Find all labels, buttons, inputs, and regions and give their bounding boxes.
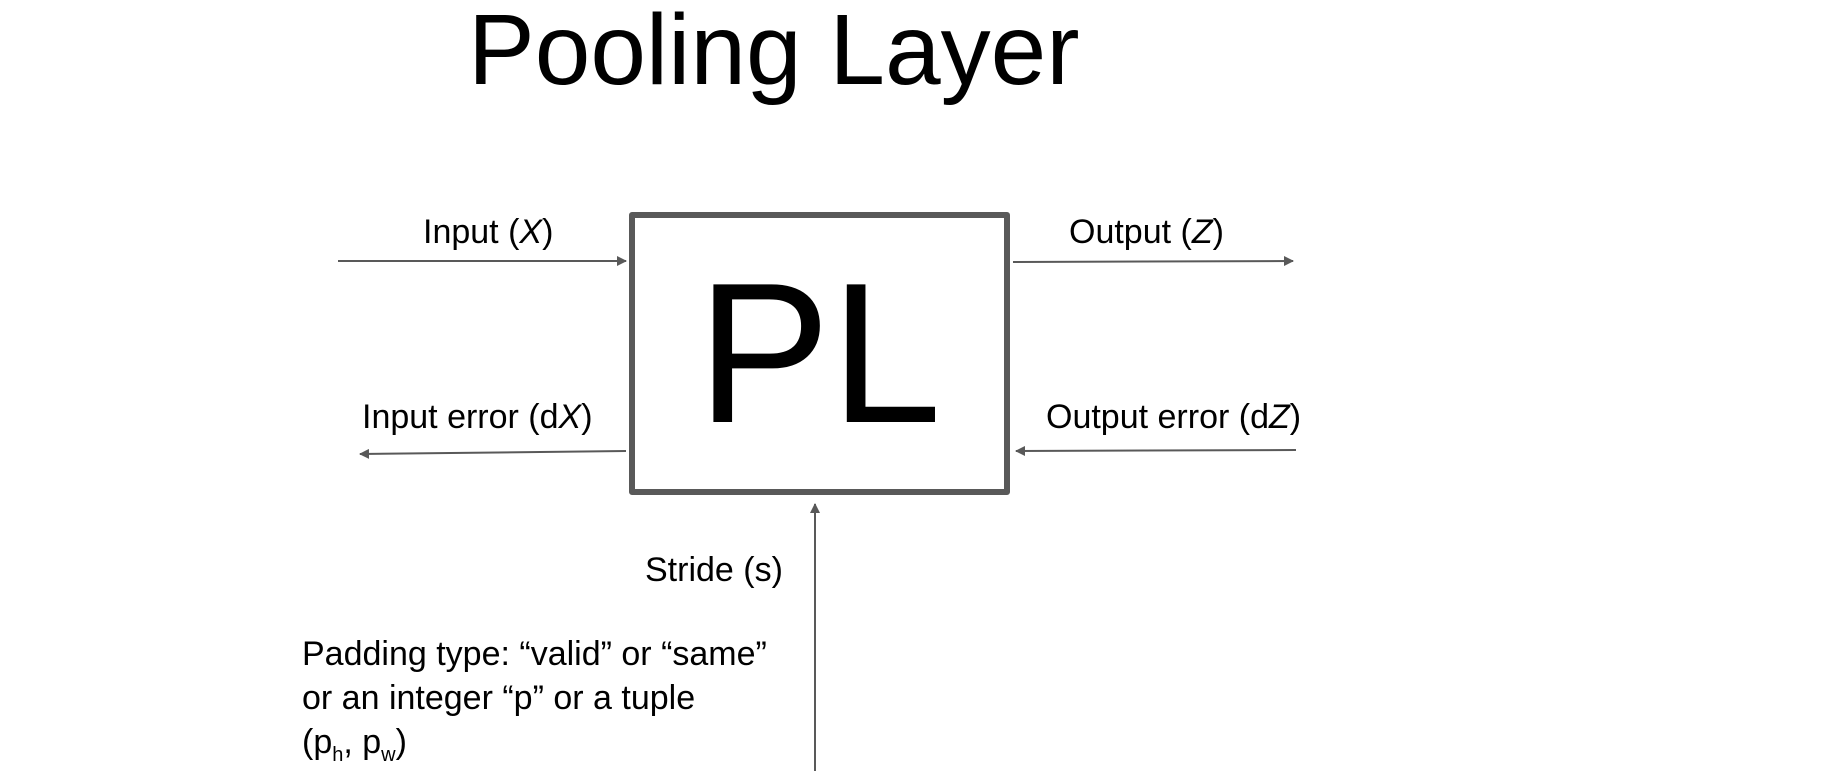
input-label: Input (X)	[423, 213, 554, 251]
padding-line-1: Padding type: “valid” or “same”	[302, 635, 767, 673]
block-label: PL	[697, 242, 942, 465]
padding-description: Padding type: “valid” or “same” or an in…	[302, 632, 767, 766]
pooling-layer-block	[629, 212, 1010, 495]
input-error-label: Input error (dX)	[362, 398, 593, 436]
output-label: Output (Z)	[1069, 213, 1224, 251]
output-error-label: Output error (dZ)	[1046, 398, 1302, 436]
padding-line-2: or an integer “p” or a tuple	[302, 679, 696, 717]
input-error-arrow	[359, 448, 627, 459]
padding-line-3: (ph, pw)	[302, 723, 407, 766]
output-arrow	[1012, 256, 1294, 267]
diagram-title: Pooling Layer	[468, 0, 1080, 106]
output-error-arrow	[1015, 445, 1297, 456]
stride-label: Stride (s)	[645, 551, 783, 589]
